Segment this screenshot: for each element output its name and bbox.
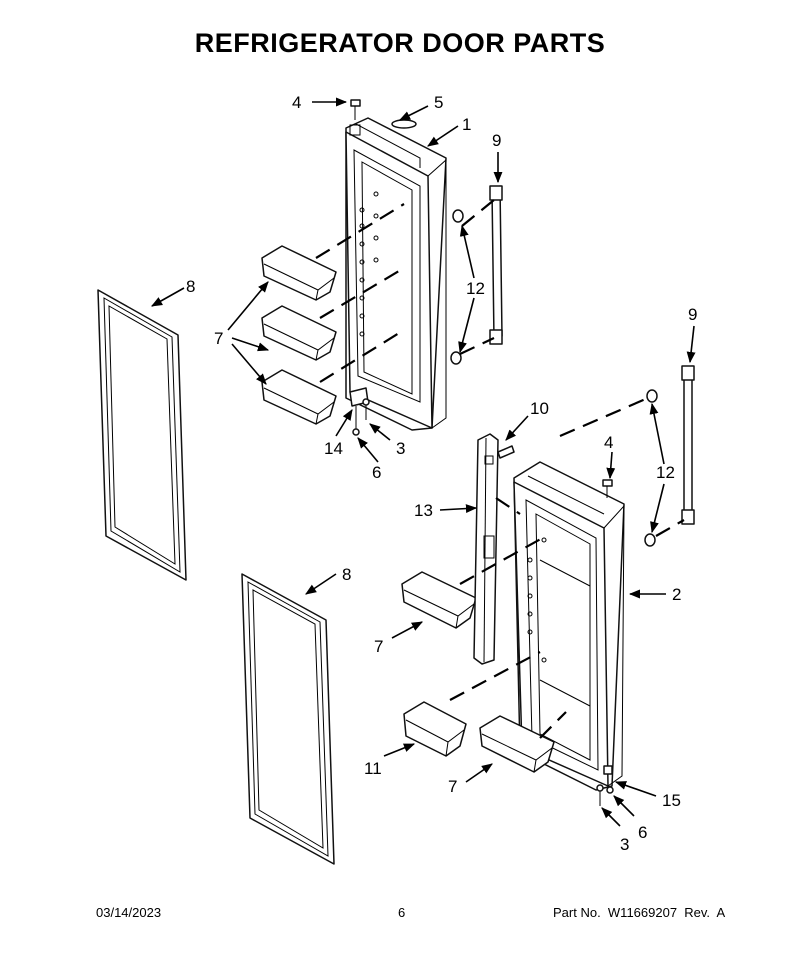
leader-lines: [151, 97, 696, 827]
left-door-bin-3: [261, 369, 337, 425]
callout-labels: 4 5 1 9 12 8 7 14 3 6 10 13 4 9 12 2 8 7…: [186, 93, 697, 854]
callout-12-left: 12: [466, 279, 485, 298]
callout-7-right-lower: 7: [448, 777, 457, 796]
page-title: REFRIGERATOR DOOR PARTS: [194, 28, 606, 58]
left-door-bin-2: [261, 305, 337, 361]
left-door-gasket: [97, 289, 187, 581]
callout-6-right: 6: [638, 823, 647, 842]
center-mullion: [473, 433, 499, 665]
callout-3-right: 3: [620, 835, 629, 854]
left-door-shelf-holes: [359, 191, 379, 337]
callout-2: 2: [672, 585, 681, 604]
callout-7-left: 7: [214, 329, 223, 348]
handle-spacers: [450, 209, 658, 547]
callout-4-top: 4: [292, 93, 301, 112]
callout-8-right: 8: [342, 565, 351, 584]
footer-page-number: 6: [398, 905, 406, 920]
right-door-bin-upper: [401, 571, 477, 629]
callout-14: 14: [324, 439, 343, 458]
small-hardware: [349, 99, 614, 806]
callout-5: 5: [434, 93, 443, 112]
right-door-bin-lower: [479, 715, 555, 773]
assembly-guide-lines: [315, 199, 685, 739]
callout-15: 15: [662, 791, 681, 810]
callout-13: 13: [414, 501, 433, 520]
right-door-bin-11: [403, 701, 467, 757]
callout-12-right: 12: [656, 463, 675, 482]
left-door-handle: [489, 185, 503, 345]
callout-11: 11: [364, 759, 382, 778]
right-door: [513, 461, 625, 791]
right-door-handle: [681, 365, 695, 525]
callout-3-left: 3: [396, 439, 405, 458]
callout-9-left: 9: [492, 131, 501, 150]
footer-part-number: Part No. W11669207 Rev. A: [553, 905, 726, 920]
callout-8-left: 8: [186, 277, 195, 296]
right-door-gasket: [241, 573, 335, 865]
right-door-shelf-holes: [527, 537, 547, 663]
footer-date: 03/14/2023: [96, 905, 162, 920]
callout-6-left: 6: [372, 463, 381, 482]
callout-7-right-upper: 7: [374, 637, 383, 656]
callout-10: 10: [530, 399, 549, 418]
left-door-bin-1: [261, 245, 337, 301]
callout-4-right: 4: [604, 433, 613, 452]
callout-9-right: 9: [688, 305, 697, 324]
callout-1: 1: [462, 115, 471, 134]
